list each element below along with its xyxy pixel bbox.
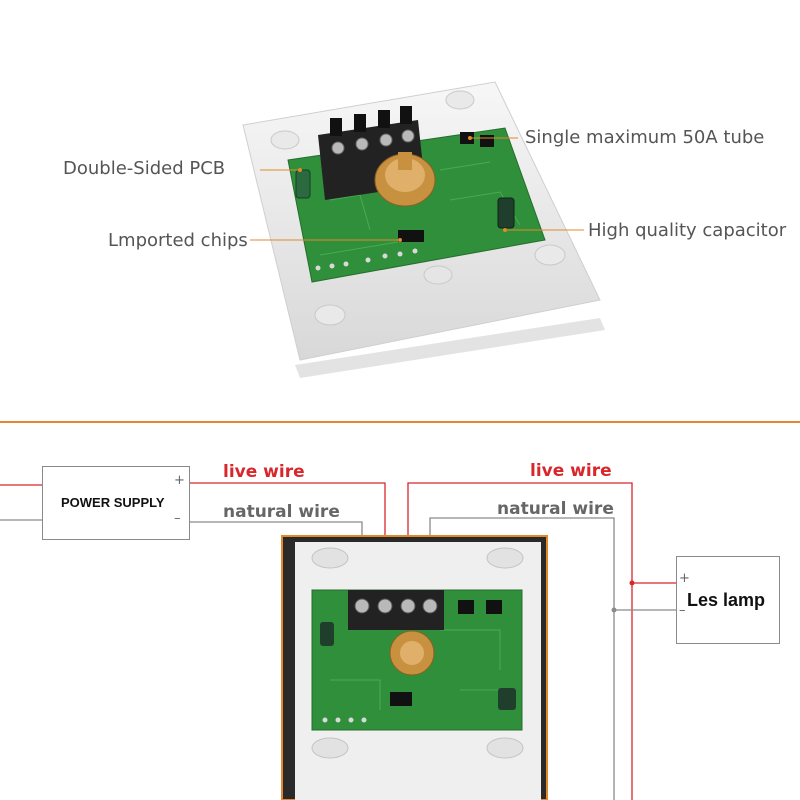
product-photo-top: [242, 81, 605, 378]
natural-wire-right-label: natural wire: [497, 499, 614, 519]
capacitor-left: [295, 169, 311, 199]
mosfet-tube-b: [480, 135, 494, 147]
lamp-plus: +: [679, 571, 690, 586]
live-wire-left-label: live wire: [223, 462, 305, 482]
power-supply-minus: –: [174, 511, 181, 526]
capacitor-right: [497, 197, 515, 229]
power-supply-plus: +: [174, 473, 185, 488]
callout-max-tube: Single maximum 50A tube: [525, 127, 765, 148]
callout-imported-chips: Lmported chips: [108, 230, 248, 251]
ic-chip: [398, 230, 424, 242]
power-supply-label: POWER SUPPLY: [61, 495, 165, 510]
lamp-label: Les lamp: [687, 590, 766, 610]
mosfet-tube-a: [460, 132, 474, 144]
power-supply-box: POWER SUPPLY + –: [42, 466, 190, 540]
section-divider: [0, 421, 800, 423]
module-photo: [281, 535, 548, 800]
callout-capacitor: High quality capacitor: [588, 220, 787, 241]
potentiometer: [374, 152, 436, 207]
natural-wire-left-label: natural wire: [223, 502, 340, 522]
callout-double-sided-pcb: Double-Sided PCB: [63, 158, 226, 179]
live-wire-right-label: live wire: [530, 461, 612, 481]
lamp-box: Les lamp + –: [676, 556, 780, 644]
lamp-minus: –: [679, 603, 686, 618]
wiring-diagram: [0, 482, 676, 800]
